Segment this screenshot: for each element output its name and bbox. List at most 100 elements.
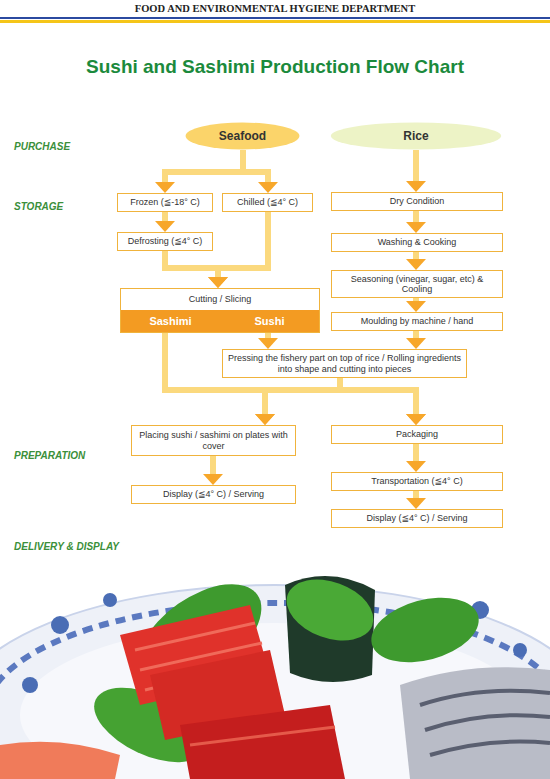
flow-connector [406, 491, 426, 509]
connector-line [165, 150, 243, 183]
tuna-slice [180, 705, 345, 779]
arrow-head [406, 222, 426, 233]
arrow-head [208, 277, 228, 288]
stage-label: PURCHASE [14, 141, 124, 152]
arrow-head [255, 414, 275, 425]
arrow-head [406, 301, 426, 312]
start-oval: Rice [330, 122, 502, 150]
stage-label: STORAGE [14, 201, 124, 212]
node-text: Seafood [219, 129, 266, 143]
process-box: Seasoning (vinegar, sugar, etc) & Coolin… [331, 270, 503, 298]
node-text: Sashimi [149, 315, 191, 327]
flow-connector [243, 150, 278, 193]
plate [0, 585, 550, 779]
shiso-leaf [364, 587, 486, 673]
connector-line [165, 251, 218, 278]
flow-connector [155, 212, 175, 232]
flow-connector [165, 332, 426, 425]
arrow-head [258, 338, 278, 349]
oval-fill [331, 123, 501, 150]
connector-line [413, 491, 419, 499]
process-box: Washing & Cooking [331, 233, 503, 252]
flow-connector [165, 332, 275, 425]
arrow-head [406, 414, 426, 425]
arrow-head [155, 221, 175, 232]
process-box: Placing sushi / sashimi on plates with c… [131, 425, 296, 456]
node-text: Sushi [255, 315, 285, 327]
tuna-grain [190, 727, 335, 745]
chart-title: Sushi and Sashimi Production Flow Chart [0, 56, 550, 78]
flow-connector [165, 251, 228, 288]
node-text: Transportation (≦4° C) [371, 476, 462, 486]
node-text: Moulding by machine / hand [361, 316, 474, 326]
flow-connector [406, 150, 426, 192]
group-heading: Cutting / Slicing [121, 289, 319, 310]
process-box: Transportation (≦4° C) [331, 472, 503, 491]
connector-line [413, 444, 419, 462]
process-box: Moulding by machine / hand [331, 312, 503, 331]
connector-line [413, 298, 419, 302]
arrow-head [255, 414, 275, 425]
connector-line [165, 332, 416, 415]
arrow-head [406, 259, 426, 270]
process-group: Cutting / SlicingSashimi Sushi [120, 288, 320, 333]
node-text: Frozen (≦-18° C) [130, 197, 200, 207]
arrow-head [406, 414, 426, 425]
node-text: Defrosting (≦4° C) [128, 236, 203, 246]
header-band [0, 20, 550, 23]
sushi-photo [0, 564, 550, 779]
arrow-head [406, 181, 426, 192]
fish-stripe [420, 691, 550, 755]
connector-line [413, 211, 419, 223]
flow-connector [406, 211, 426, 233]
connector-line [413, 331, 419, 339]
node-text: Display (≦4° C) / Serving [366, 513, 467, 523]
silver-fish [400, 667, 550, 779]
arrow-head [406, 338, 426, 349]
salmon-piece [0, 742, 120, 779]
node-text: Chilled (≦4° C) [237, 197, 298, 207]
arrow-head [203, 474, 223, 485]
flow-connector [340, 378, 426, 425]
process-box: Display (≦4° C) / Serving [331, 509, 503, 528]
node-text: Dry Condition [390, 196, 445, 206]
flow-connector [406, 331, 426, 349]
arrow-head [258, 182, 278, 193]
node-text: Washing & Cooking [378, 237, 457, 247]
flow-connector [155, 150, 243, 193]
plate-flower [22, 677, 38, 693]
process-box: Dry Condition [331, 192, 503, 211]
connector-line [218, 212, 268, 278]
arrow-head [406, 461, 426, 472]
flow-connector [258, 332, 278, 349]
connector-line [243, 150, 268, 183]
plate-flower [513, 643, 527, 657]
process-box: Frozen (≦-18° C) [117, 193, 213, 212]
process-box: Chilled (≦4° C) [222, 193, 313, 212]
connector-line [265, 378, 340, 415]
plate-flower [51, 616, 69, 634]
node-text: Display (≦4° C) / Serving [163, 489, 264, 499]
flow-connector [203, 456, 223, 485]
connector-line [162, 212, 168, 222]
node-text: Pressing the fishery part on top of rice… [226, 353, 463, 374]
oval-fill [186, 123, 300, 150]
node-text: Rice [403, 129, 428, 143]
flow-connector [406, 444, 426, 472]
arrow-head [155, 182, 175, 193]
flow-connector [406, 252, 426, 270]
connector-line [265, 332, 271, 339]
process-box: Display (≦4° C) / Serving [131, 485, 296, 504]
connector-line [413, 150, 419, 182]
process-box: Packaging [331, 425, 503, 444]
node-text: Seasoning (vinegar, sugar, etc) & Coolin… [335, 274, 499, 295]
shiso-leaf [278, 568, 382, 651]
start-oval: Seafood [185, 122, 300, 150]
flow-connector [208, 212, 268, 288]
stage-label: DELIVERY & DISPLAY [14, 541, 174, 552]
connector-line [165, 332, 265, 415]
arrow-head [406, 498, 426, 509]
